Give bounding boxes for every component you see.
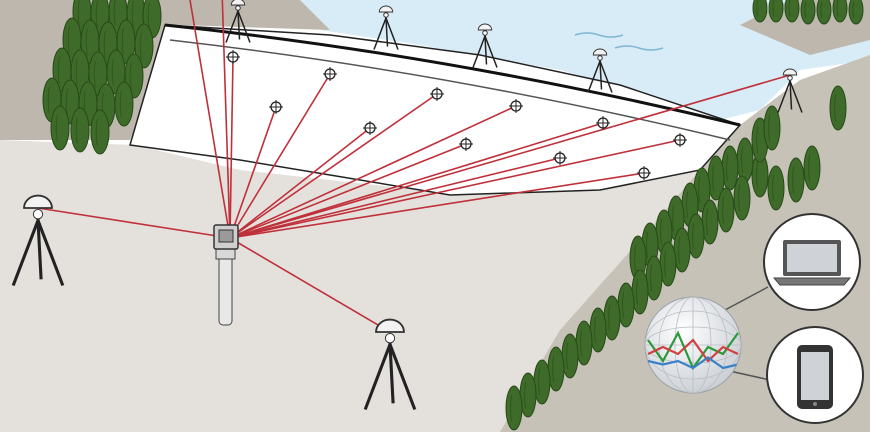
tree-icon xyxy=(114,81,134,127)
prism-target-icon xyxy=(553,151,567,165)
measurement-sight-lines xyxy=(37,0,791,333)
water-ripple xyxy=(574,32,624,38)
tree-cluster-island xyxy=(752,0,864,25)
sight-line xyxy=(229,105,517,239)
tree-icon xyxy=(134,23,154,69)
prism-target-icon xyxy=(430,87,444,101)
tree-icon xyxy=(50,105,70,151)
tree-icon xyxy=(90,109,110,155)
sight-line xyxy=(229,237,391,333)
gnss-tripod-icon xyxy=(587,48,613,93)
tree-icon xyxy=(687,213,705,259)
tree-icon xyxy=(829,85,847,131)
sight-line xyxy=(229,74,791,239)
sight-line xyxy=(229,172,645,239)
sight-line xyxy=(189,0,231,239)
globe-series-line xyxy=(647,356,739,370)
analysis-chart-globe-icon xyxy=(644,296,742,394)
tree-cluster-right xyxy=(505,85,847,431)
prism-target-icon xyxy=(673,133,687,147)
tree-icon xyxy=(816,0,832,25)
tree-icon xyxy=(832,0,848,23)
reservoir-water xyxy=(300,0,870,120)
tree-icon xyxy=(561,333,579,379)
prism-target-icon xyxy=(363,121,377,135)
gnss-tripod-icon xyxy=(225,0,251,43)
tree-icon xyxy=(784,0,800,23)
sight-line xyxy=(229,127,371,239)
tree-icon xyxy=(768,0,784,23)
tree-icon xyxy=(707,155,725,201)
connector-laptop xyxy=(724,286,769,311)
tree-icon xyxy=(848,0,864,25)
laptop-device xyxy=(763,213,861,311)
dam-prism-targets xyxy=(226,50,687,180)
crest-gnss-stations xyxy=(225,0,803,113)
sight-line xyxy=(221,0,231,239)
tree-icon xyxy=(803,145,821,191)
prism-target-icon xyxy=(459,137,473,151)
tree-icon xyxy=(589,307,607,353)
prism-target-icon xyxy=(637,166,651,180)
gnss-tripod-icon xyxy=(777,68,803,113)
sight-line xyxy=(229,143,467,239)
tree-cluster-left xyxy=(42,0,162,155)
prism-target-icon xyxy=(596,116,610,130)
tree-icon xyxy=(763,105,781,151)
sight-line xyxy=(37,207,231,239)
sight-line xyxy=(229,93,438,239)
tree-icon xyxy=(787,157,805,203)
gnss-tripod-icon xyxy=(373,5,399,50)
reference-gnss-stations xyxy=(11,194,417,411)
tree-icon xyxy=(752,0,768,23)
smartphone-icon xyxy=(797,345,833,409)
total-station-icon xyxy=(213,224,239,326)
tree-icon xyxy=(659,241,677,287)
sight-line xyxy=(229,106,277,239)
tree-icon xyxy=(733,175,751,221)
sight-line xyxy=(229,73,331,239)
sight-line xyxy=(229,122,604,239)
dam-crest xyxy=(164,23,741,127)
tree-icon xyxy=(701,199,719,245)
tree-icon xyxy=(736,137,754,183)
sight-line xyxy=(229,157,561,239)
tree-icon xyxy=(505,385,523,431)
tree-icon xyxy=(800,0,816,25)
tree-icon xyxy=(717,187,735,233)
prism-target-icon xyxy=(226,50,240,64)
dam-crest-lower xyxy=(169,39,731,141)
laptop-icon xyxy=(772,240,852,286)
water-ripple xyxy=(614,45,664,51)
prism-target-icon xyxy=(323,67,337,81)
sight-line xyxy=(229,56,234,239)
sight-line xyxy=(229,139,681,239)
tree-icon xyxy=(767,165,785,211)
gnss-tripod-icon xyxy=(472,23,498,68)
gnss-tripod-icon xyxy=(11,194,65,287)
gnss-tripod-icon xyxy=(363,318,417,411)
prism-target-icon xyxy=(509,99,523,113)
smartphone-device xyxy=(766,326,864,424)
tree-icon xyxy=(751,152,769,198)
prism-target-icon xyxy=(269,100,283,114)
tree-icon xyxy=(70,107,90,153)
globe-series-line xyxy=(647,338,739,363)
